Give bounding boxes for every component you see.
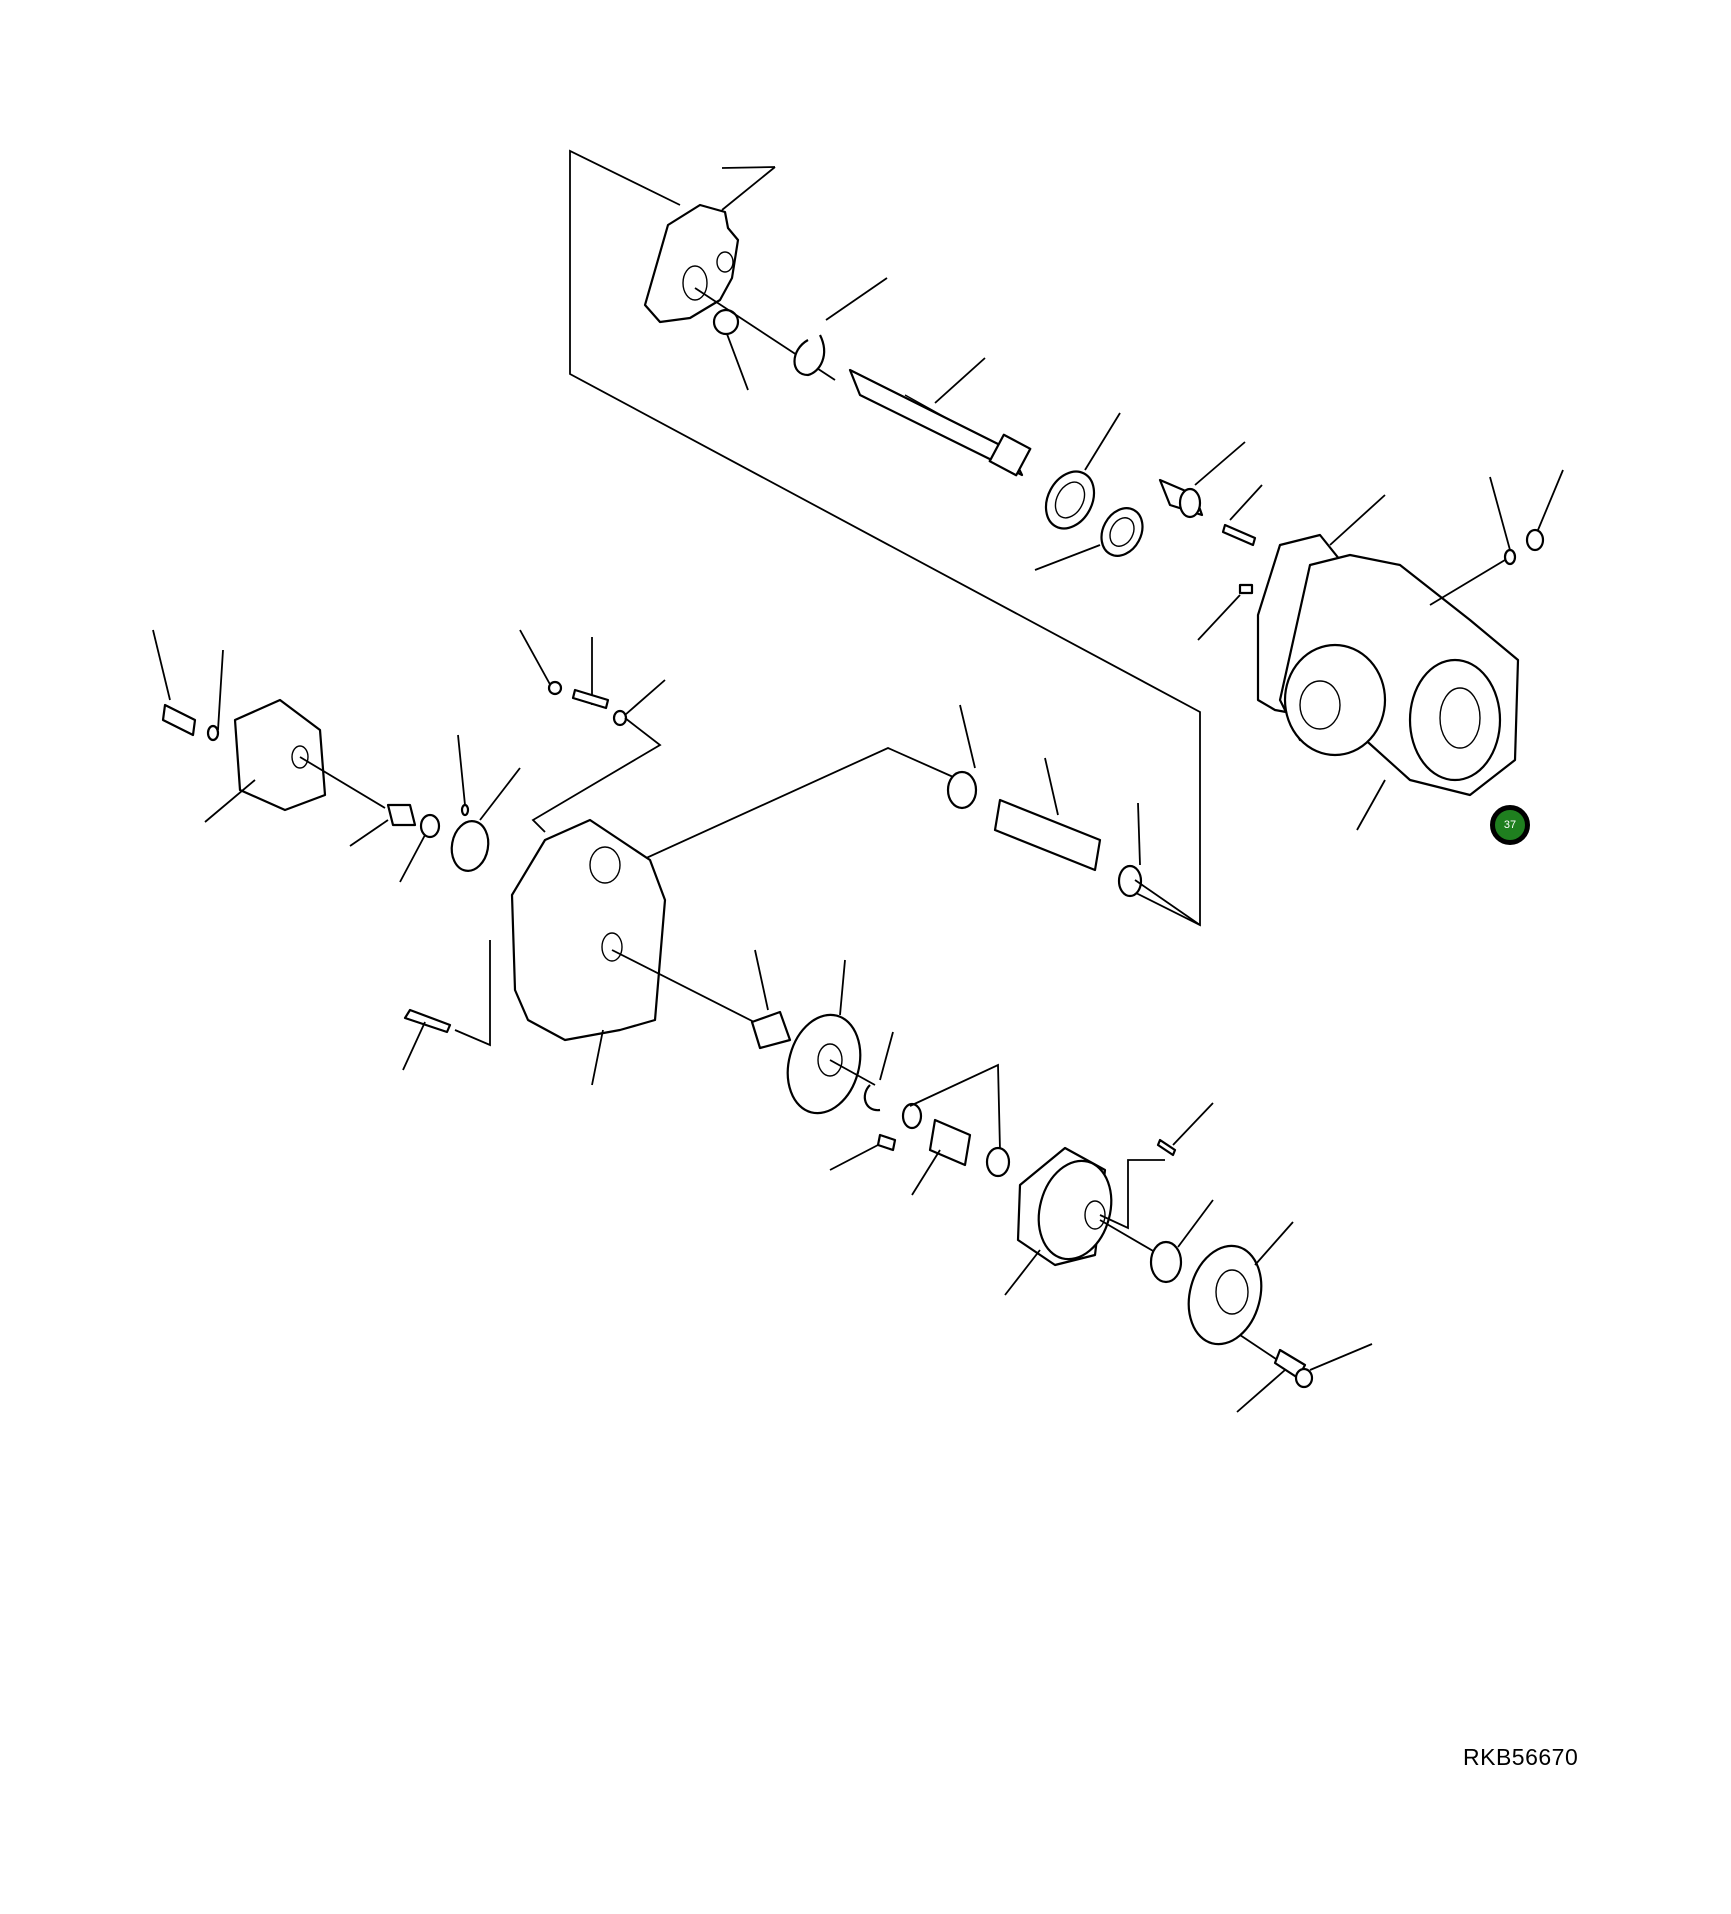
valve-block	[510, 818, 667, 1042]
callout-badge-label: 37	[1503, 819, 1517, 831]
drive-shaft	[848, 368, 1032, 477]
gear-pump	[233, 698, 327, 812]
retainer-plate	[1187, 1244, 1263, 1346]
bracket-plate	[643, 166, 776, 324]
drawing-code: RKB56670	[1463, 1744, 1579, 1770]
cylinder-block	[1016, 1146, 1113, 1267]
pump-housing	[1256, 533, 1520, 797]
callout-badge-37[interactable]: 37	[1490, 805, 1530, 845]
